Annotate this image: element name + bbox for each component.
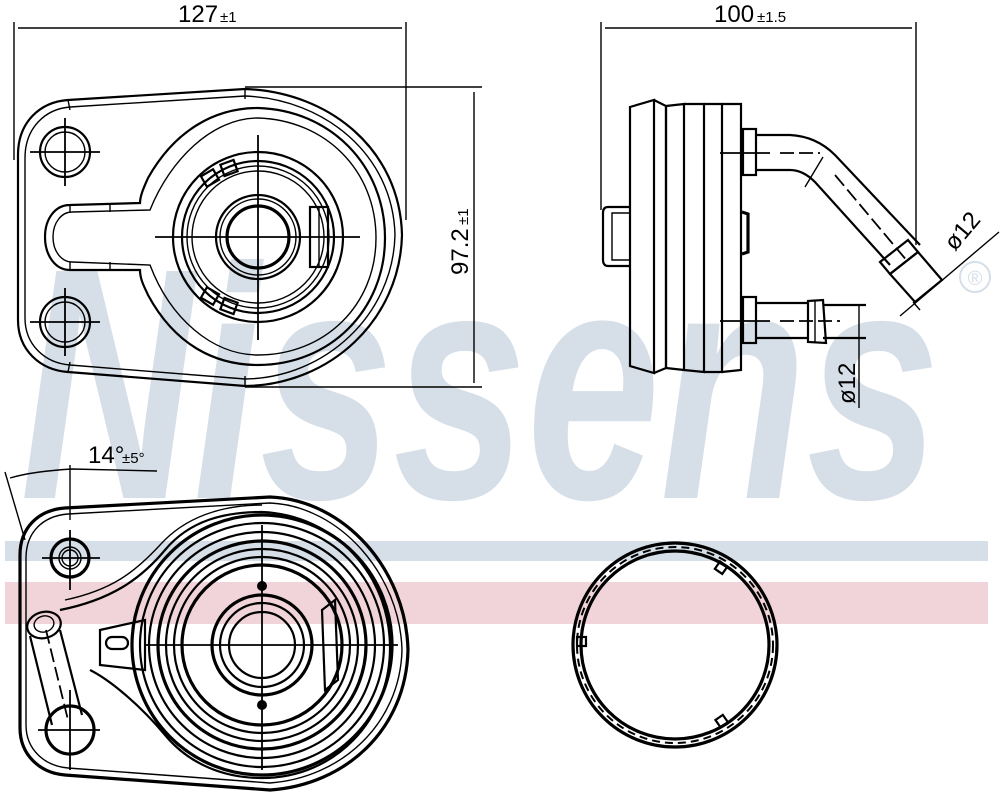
- dim-100-tolerance: ±1.5: [757, 9, 786, 26]
- dim-127-value: 127: [178, 1, 218, 28]
- dim-100-value: 100: [714, 1, 754, 28]
- registered-mark-icon: [959, 261, 991, 293]
- dim-97-tolerance: ±1: [455, 208, 472, 225]
- watermark-stripe-pink: [5, 582, 988, 624]
- dim-angle-value: 14°: [88, 442, 124, 469]
- watermark-stripe-blue: [5, 541, 988, 561]
- brand-watermark: Nissens ®: [5, 199, 991, 624]
- watermark-text: Nissens: [20, 199, 940, 568]
- dim-97-value: 97.2: [447, 228, 474, 275]
- seal-ring-view: [571, 541, 779, 749]
- top-view: 127 ±1 97.2 ±1: [13, 1, 482, 388]
- dim-127-tolerance: ±1: [220, 9, 237, 26]
- bottom-view: 14° ±5°: [4, 442, 410, 792]
- registered-mark-text: ®: [968, 268, 983, 290]
- dim-angle-tolerance: ±5°: [122, 450, 145, 467]
- side-view: 100 ±1.5 ø12: [600, 1, 1000, 408]
- dim-phi12-lower: ø12: [834, 363, 861, 404]
